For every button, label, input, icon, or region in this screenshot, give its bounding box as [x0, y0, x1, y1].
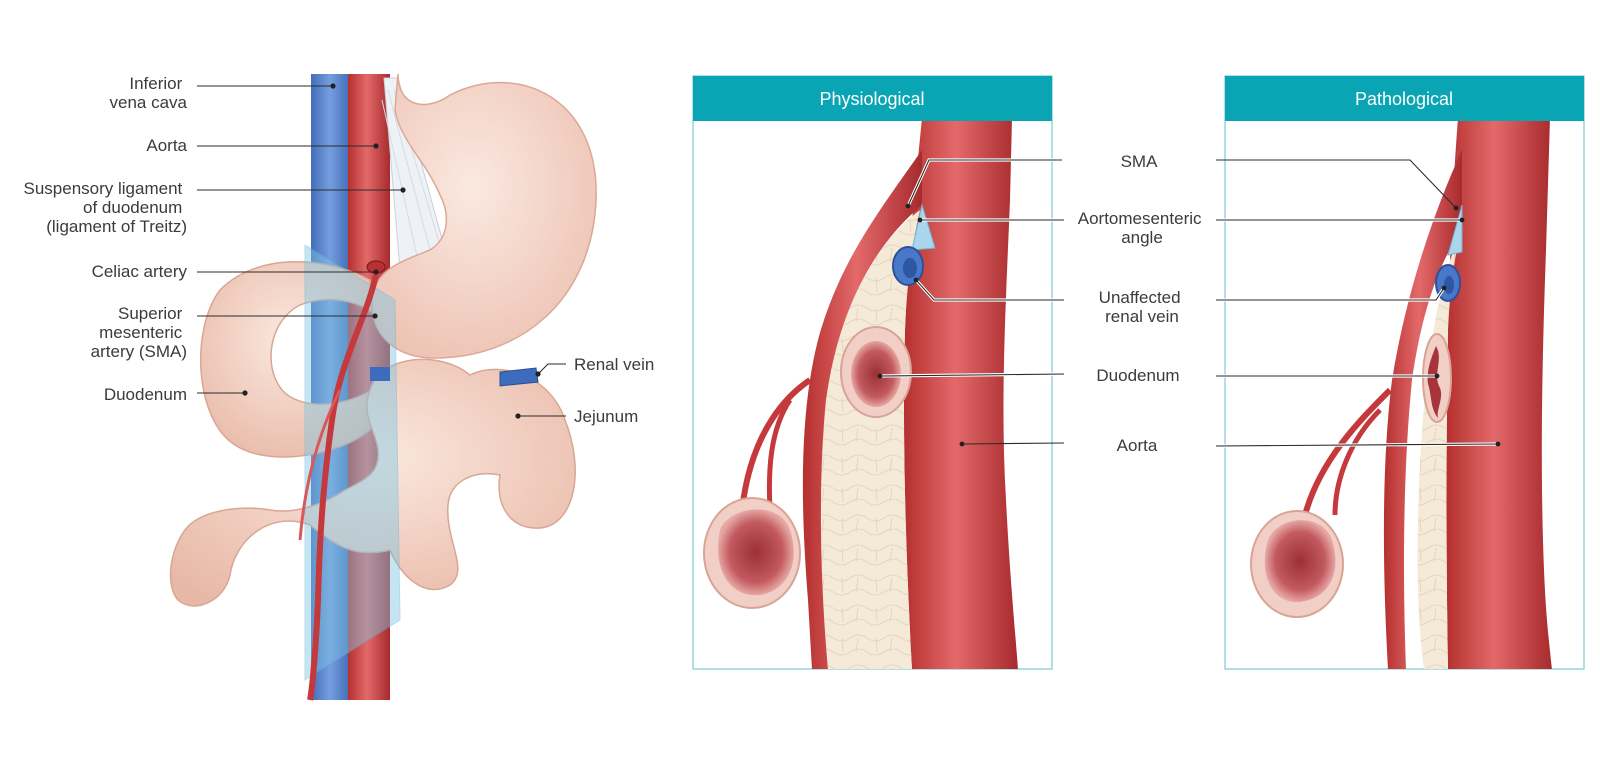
label-angle-line2: angle	[1121, 228, 1163, 247]
label-aorta-left: Aorta	[146, 136, 187, 155]
label-duodenum-left: Duodenum	[104, 385, 187, 404]
path-aorta-shape	[1446, 120, 1552, 669]
label-aorta-center: Aorta	[1117, 436, 1158, 455]
center-labels: SMA Aortomesenteric angle Unaffected ren…	[1078, 152, 1207, 455]
label-ivc: Inferior vena cava	[110, 74, 188, 112]
panel-pathological-header	[1225, 76, 1584, 121]
label-renal-vein-left: Renal vein	[574, 355, 654, 374]
label-treitz-line2: of duodenum	[83, 198, 182, 217]
sma-branch-shape	[307, 274, 379, 701]
center-leader-lines	[877, 158, 1501, 448]
panel-physiological-title: Physiological	[819, 89, 924, 109]
label-renal-line2: renal vein	[1105, 307, 1179, 326]
label-jejunum: Jejunum	[574, 407, 638, 426]
label-sma-center: SMA	[1121, 152, 1159, 171]
label-treitz-line1: Suspensory ligament	[24, 179, 183, 198]
label-ivc-line1: Inferior	[129, 74, 182, 93]
path-sma-shape	[1383, 150, 1462, 669]
panel-pathological: Pathological	[1224, 75, 1585, 670]
path-fat-wedge	[1417, 235, 1460, 669]
label-treitz-line3: (ligament of Treitz)	[46, 217, 187, 236]
path-angle-wedge	[1447, 204, 1463, 256]
phys-aorta-shape	[903, 120, 1018, 669]
label-angle-line1: Aortomesenteric	[1078, 209, 1202, 228]
stomach-shape	[371, 73, 597, 359]
sagittal-plane	[304, 244, 401, 681]
label-ivc-line2: vena cava	[110, 93, 188, 112]
duodenum-shape	[199, 261, 373, 458]
left-labels: Inferior vena cava Aorta Suspensory liga…	[24, 74, 655, 426]
label-sma-left: Superior mesenteric artery (SMA)	[91, 304, 187, 361]
renal-vein-shape	[499, 367, 539, 387]
label-renal-line1: Unaffected	[1099, 288, 1181, 307]
left-leader-lines	[197, 83, 566, 419]
phys-angle-wedge	[911, 203, 936, 251]
label-sma-line2: mesenteric	[99, 323, 183, 342]
label-celiac: Celiac artery	[92, 262, 188, 281]
panel-pathological-title: Pathological	[1355, 89, 1453, 109]
panel-physiological-header	[693, 76, 1052, 121]
label-sma-line3: artery (SMA)	[91, 342, 187, 361]
jejunum-shape	[169, 358, 576, 607]
label-sma-line1: Superior	[118, 304, 183, 323]
label-duodenum-center: Duodenum	[1096, 366, 1179, 385]
label-treitz: Suspensory ligament of duodenum (ligamen…	[24, 179, 188, 236]
panel-physiological: Physiological	[692, 75, 1053, 670]
label-unaffected-renal-vein: Unaffected renal vein	[1099, 288, 1186, 326]
left-anatomy-illustration	[169, 73, 597, 701]
phys-fat-wedge	[820, 210, 920, 669]
label-aortomesenteric-angle: Aortomesenteric angle	[1078, 209, 1207, 247]
